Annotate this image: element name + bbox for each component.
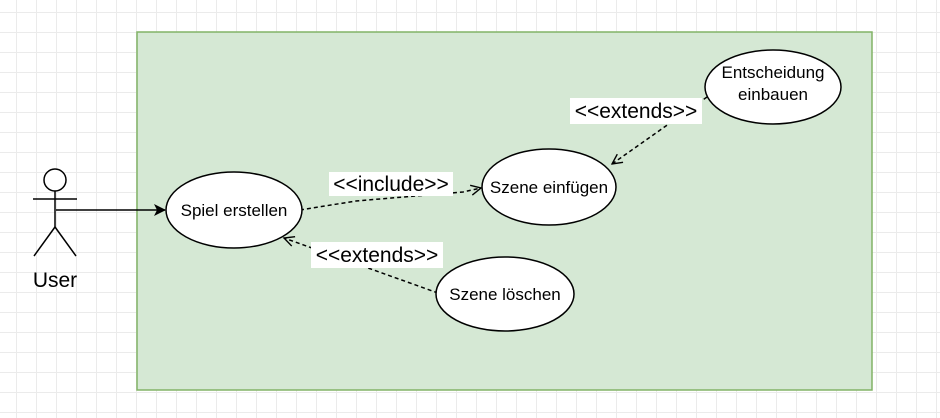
- actor-label: User: [33, 269, 77, 292]
- actor-right-leg: [54, 226, 77, 257]
- extends-connector-loeschen[interactable]: [284, 238, 439, 294]
- actor-left-leg: [33, 226, 56, 257]
- use-case-entscheidung-einbauen[interactable]: Entscheidung einbauen: [704, 49, 842, 125]
- use-case-label: Szene löschen: [449, 285, 561, 304]
- use-case-ellipse: [165, 171, 303, 249]
- extends-label-loeschen: <<extends>>: [316, 244, 439, 267]
- use-case-spiel-erstellen[interactable]: Spiel erstellen: [165, 171, 303, 249]
- extends-label-entscheidung: <<extends>>: [575, 100, 698, 123]
- use-case-ellipse: [704, 49, 842, 125]
- actor-user[interactable]: User: [33, 168, 77, 292]
- extends-connector-entscheidung[interactable]: [612, 96, 708, 164]
- use-case-ellipse: [435, 256, 575, 332]
- extends-label-entscheidung-background: [570, 98, 702, 124]
- use-case-label-line1: Entscheidung: [721, 63, 824, 82]
- use-case-label-line2: einbauen: [738, 85, 808, 104]
- use-case-ellipse: [481, 148, 617, 226]
- use-case-label: Szene einfügen: [490, 178, 608, 197]
- include-label-background: [329, 172, 453, 196]
- include-label: <<include>>: [333, 173, 449, 196]
- include-connector[interactable]: [299, 188, 481, 211]
- use-case-szene-loeschen[interactable]: Szene löschen: [435, 256, 575, 332]
- use-case-label: Spiel erstellen: [181, 201, 288, 220]
- use-case-szene-einfuegen[interactable]: Szene einfügen: [481, 148, 617, 226]
- extends-label-loeschen-background: [311, 242, 443, 268]
- actor-head: [43, 168, 67, 192]
